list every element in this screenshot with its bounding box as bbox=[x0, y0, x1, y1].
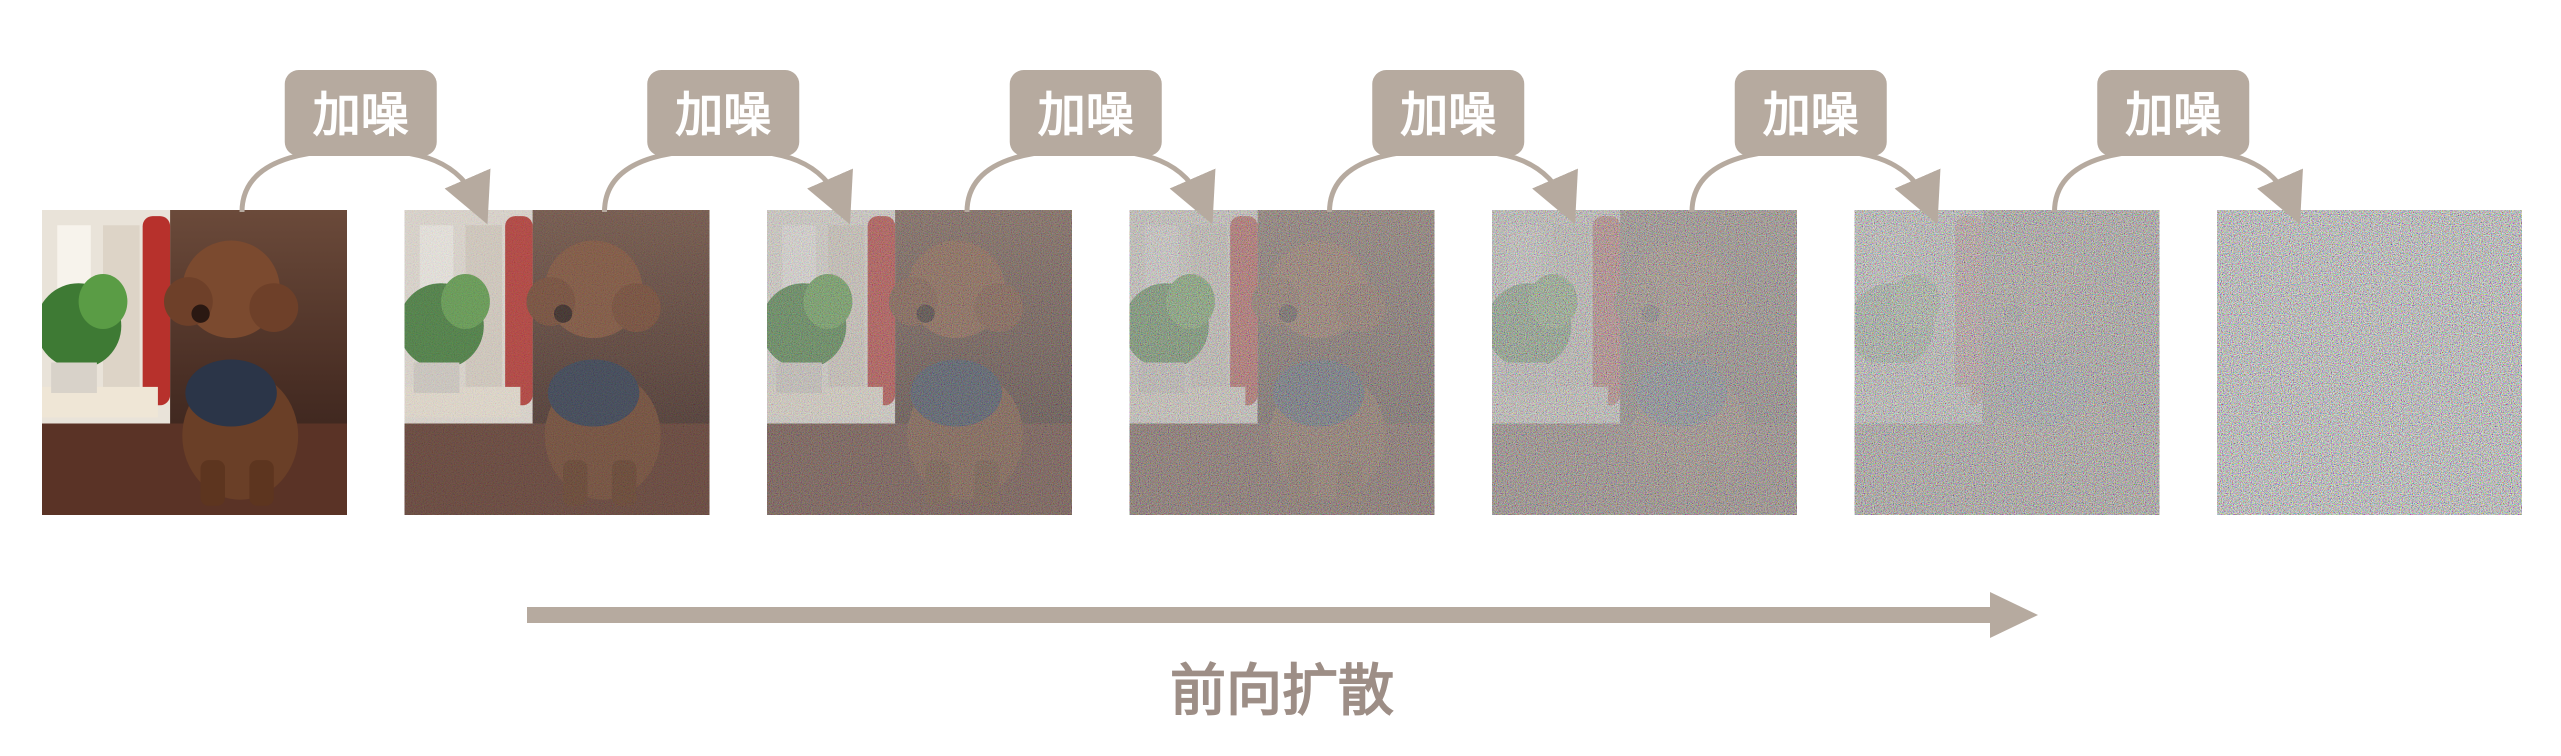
noise-step: 加噪 bbox=[602, 70, 853, 225]
noise-step: 加噪 bbox=[239, 70, 491, 225]
noise-step-label: 加噪 bbox=[1038, 87, 1134, 143]
noise-step-label: 加噪 bbox=[1400, 87, 1496, 143]
noise-step-arrow bbox=[964, 147, 1216, 225]
noise-step: 加噪 bbox=[2052, 70, 2303, 225]
noise-step-badge bbox=[2097, 70, 2250, 156]
noise-step-badge bbox=[1372, 70, 1525, 156]
noise-step-arrow bbox=[1689, 147, 1941, 225]
noise-step: 加噪 bbox=[1327, 70, 1578, 225]
noise-step-label: 加噪 bbox=[1763, 87, 1859, 143]
noise-step-arrow bbox=[2052, 147, 2303, 225]
noise-step-badge bbox=[647, 70, 800, 156]
diffusion-frame bbox=[767, 210, 1072, 515]
noise-step: 加噪 bbox=[964, 70, 1216, 225]
diffusion-frame bbox=[42, 210, 347, 515]
noise-step-badge bbox=[1009, 70, 1162, 156]
arrow-shaft bbox=[527, 607, 2002, 623]
noise-overlay bbox=[1854, 210, 2160, 515]
noise-step: 加噪 bbox=[1689, 70, 1941, 225]
diffusion-frame bbox=[404, 210, 710, 515]
diffusion-frame bbox=[1492, 210, 1797, 515]
noise-overlay bbox=[404, 210, 710, 515]
image-frames bbox=[42, 210, 2522, 515]
noise-step-label: 加噪 bbox=[675, 87, 771, 143]
noise-step-arrow bbox=[1327, 147, 1578, 225]
noise-step-label: 加噪 bbox=[2125, 87, 2221, 143]
diffusion-frame bbox=[1854, 210, 2160, 515]
noise-overlay bbox=[1129, 210, 1435, 515]
noise-step-arrow bbox=[239, 147, 491, 225]
forward-diffusion-caption: 前向扩散 bbox=[1170, 659, 1394, 724]
noise-overlay bbox=[1492, 210, 1797, 515]
forward-diffusion-arrow bbox=[527, 592, 2038, 638]
noise-step-label: 加噪 bbox=[313, 87, 409, 143]
noise-overlay bbox=[2217, 210, 2522, 515]
diffusion-frame bbox=[1129, 210, 1435, 515]
arrow-head bbox=[1990, 592, 2038, 638]
noise-step-badge bbox=[1734, 70, 1887, 156]
noise-step-connectors: 加噪 加噪 加噪 加噪 加噪 加噪 bbox=[239, 70, 2303, 225]
noise-step-arrow bbox=[602, 147, 853, 225]
noise-overlay bbox=[767, 210, 1072, 515]
noise-step-badge bbox=[284, 70, 437, 156]
diffusion-frame bbox=[2217, 210, 2522, 515]
